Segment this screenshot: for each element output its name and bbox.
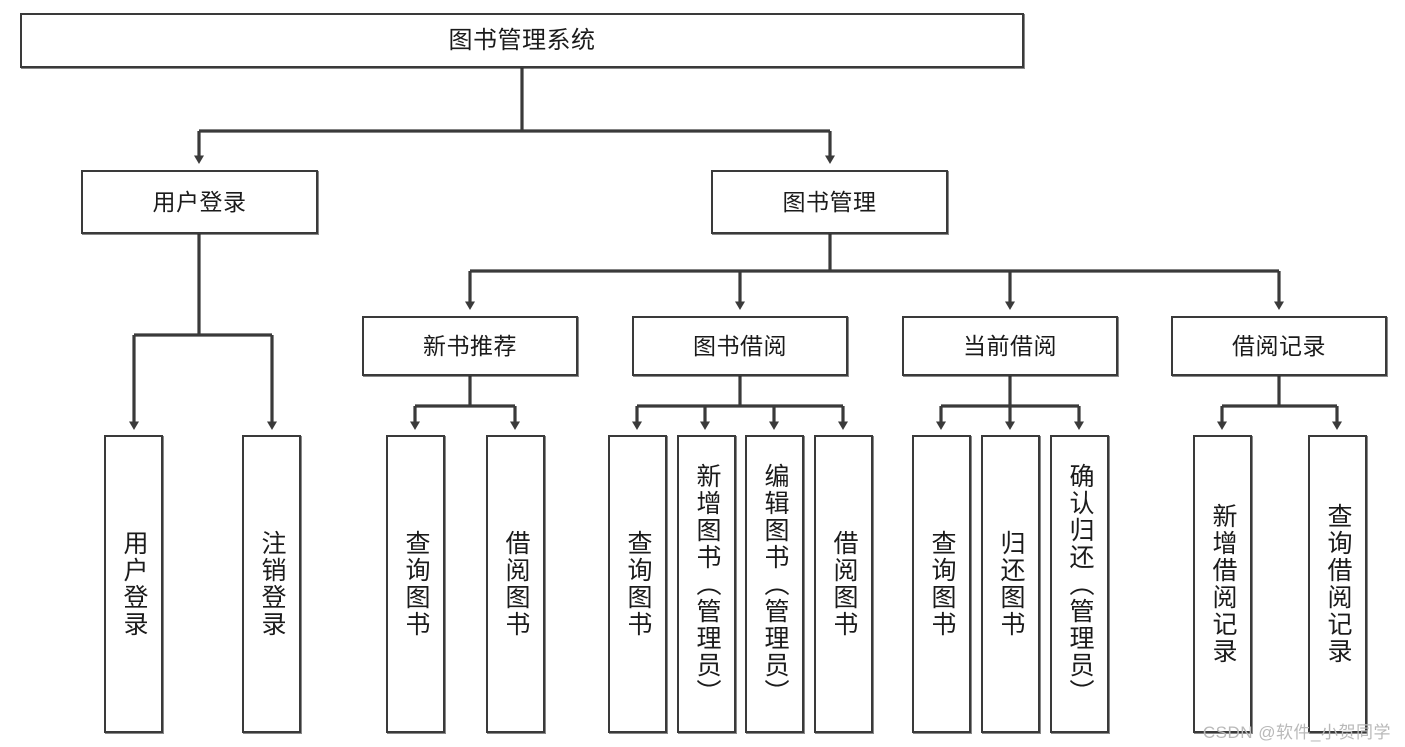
leaf-borrow-book[interactable]: 借阅图书 <box>814 435 873 733</box>
leaf-user-login[interactable]: 用户登录 <box>104 435 163 733</box>
node-label: 编辑图书（管理员） <box>761 462 789 706</box>
node-label: 确认归还（管理员） <box>1066 462 1094 706</box>
node-library-management-system[interactable]: 图书管理系统 <box>20 13 1024 68</box>
node-label: 图书管理系统 <box>448 26 596 54</box>
node-label: 查询图书 <box>624 530 652 638</box>
node-label: 用户登录 <box>120 530 148 638</box>
node-label: 用户登录 <box>152 188 247 215</box>
node-current-borrow[interactable]: 当前借阅 <box>902 316 1118 376</box>
node-label: 查询图书 <box>402 530 430 638</box>
leaf-edit-book-admin[interactable]: 编辑图书（管理员） <box>745 435 804 733</box>
node-book-borrow[interactable]: 图书借阅 <box>632 316 848 376</box>
node-label: 新增借阅记录 <box>1209 503 1237 665</box>
leaf-return-book[interactable]: 归还图书 <box>981 435 1040 733</box>
leaf-logout-login[interactable]: 注销登录 <box>242 435 301 733</box>
leaf-query-book-recommend[interactable]: 查询图书 <box>386 435 445 733</box>
node-label: 新增图书（管理员） <box>693 462 721 706</box>
leaf-add-borrow-record[interactable]: 新增借阅记录 <box>1193 435 1252 733</box>
node-label: 查询借阅记录 <box>1324 503 1352 665</box>
node-new-book-recommend[interactable]: 新书推荐 <box>362 316 578 376</box>
node-label: 查询图书 <box>928 530 956 638</box>
leaf-query-book-borrow[interactable]: 查询图书 <box>608 435 667 733</box>
node-label: 图书借阅 <box>693 332 787 359</box>
node-label: 注销登录 <box>258 530 286 638</box>
leaf-query-borrow-record[interactable]: 查询借阅记录 <box>1308 435 1367 733</box>
leaf-confirm-return-admin[interactable]: 确认归还（管理员） <box>1050 435 1109 733</box>
node-label: 借阅记录 <box>1232 332 1326 359</box>
node-label: 新书推荐 <box>423 332 517 359</box>
leaf-borrow-book-recommend[interactable]: 借阅图书 <box>486 435 545 733</box>
node-label: 归还图书 <box>997 530 1025 638</box>
node-label: 图书管理 <box>782 188 877 215</box>
node-borrow-record[interactable]: 借阅记录 <box>1171 316 1387 376</box>
csdn-watermark: CSDN @软件_小贺同学 <box>1202 723 1391 742</box>
node-label: 借阅图书 <box>830 530 858 638</box>
node-label: 当前借阅 <box>963 332 1057 359</box>
leaf-add-book-admin[interactable]: 新增图书（管理员） <box>677 435 736 733</box>
node-user-login[interactable]: 用户登录 <box>81 170 318 234</box>
node-book-management[interactable]: 图书管理 <box>711 170 948 234</box>
leaf-query-book-current[interactable]: 查询图书 <box>912 435 971 733</box>
node-label: 借阅图书 <box>502 530 530 638</box>
